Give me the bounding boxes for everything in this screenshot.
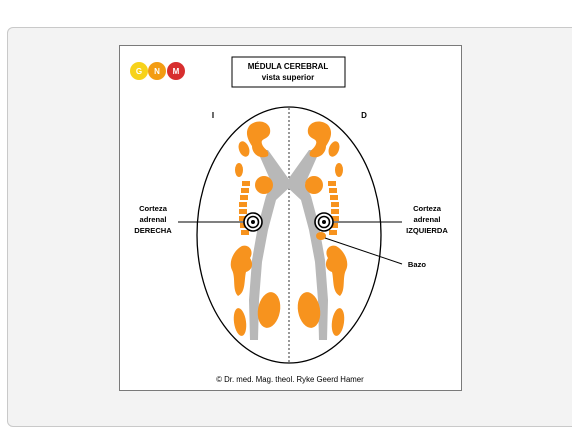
right-segment-5	[331, 209, 339, 214]
right-segment-4	[331, 202, 339, 207]
left-label-line3: DERECHA	[134, 226, 172, 235]
left-round-relay	[255, 176, 273, 194]
right-target-rings	[315, 213, 333, 231]
spleen-label: Bazo	[408, 260, 427, 269]
right-label-line2: adrenal	[413, 215, 440, 224]
left-segment-1	[242, 181, 250, 186]
left-label-line1: Corteza	[139, 204, 168, 213]
right-segment-1	[328, 181, 336, 186]
title-line1: MÉDULA CEREBRAL	[248, 62, 329, 71]
gnm-logo: G N M	[130, 62, 185, 80]
spleen-relay	[316, 232, 326, 240]
left-segment-4	[239, 202, 247, 207]
left-mid-lobe	[235, 163, 243, 177]
left-target-rings	[244, 213, 262, 231]
left-segment-5	[239, 209, 247, 214]
right-segment-8	[329, 230, 337, 235]
brain-diagram: G N M MÉDULA CEREBRAL vista superior I D	[0, 0, 572, 410]
logo-letter-m: M	[173, 67, 180, 76]
title-line2: vista superior	[262, 73, 314, 82]
right-round-relay	[305, 176, 323, 194]
left-segment-3	[240, 195, 248, 200]
left-segment-2	[241, 188, 249, 193]
side-right-marker: D	[361, 111, 367, 120]
logo-letter-g: G	[136, 67, 142, 76]
side-left-marker: I	[212, 111, 214, 120]
right-segment-3	[330, 195, 338, 200]
right-segment-2	[329, 188, 337, 193]
logo-letter-n: N	[154, 67, 160, 76]
copyright-text: © Dr. med. Mag. theol. Ryke Geerd Hamer	[216, 375, 364, 384]
left-label-line2: adrenal	[139, 215, 166, 224]
right-label-line1: Corteza	[413, 204, 442, 213]
left-segment-8	[241, 230, 249, 235]
right-mid-lobe	[335, 163, 343, 177]
right-label-line3: IZQUIERDA	[406, 226, 448, 235]
